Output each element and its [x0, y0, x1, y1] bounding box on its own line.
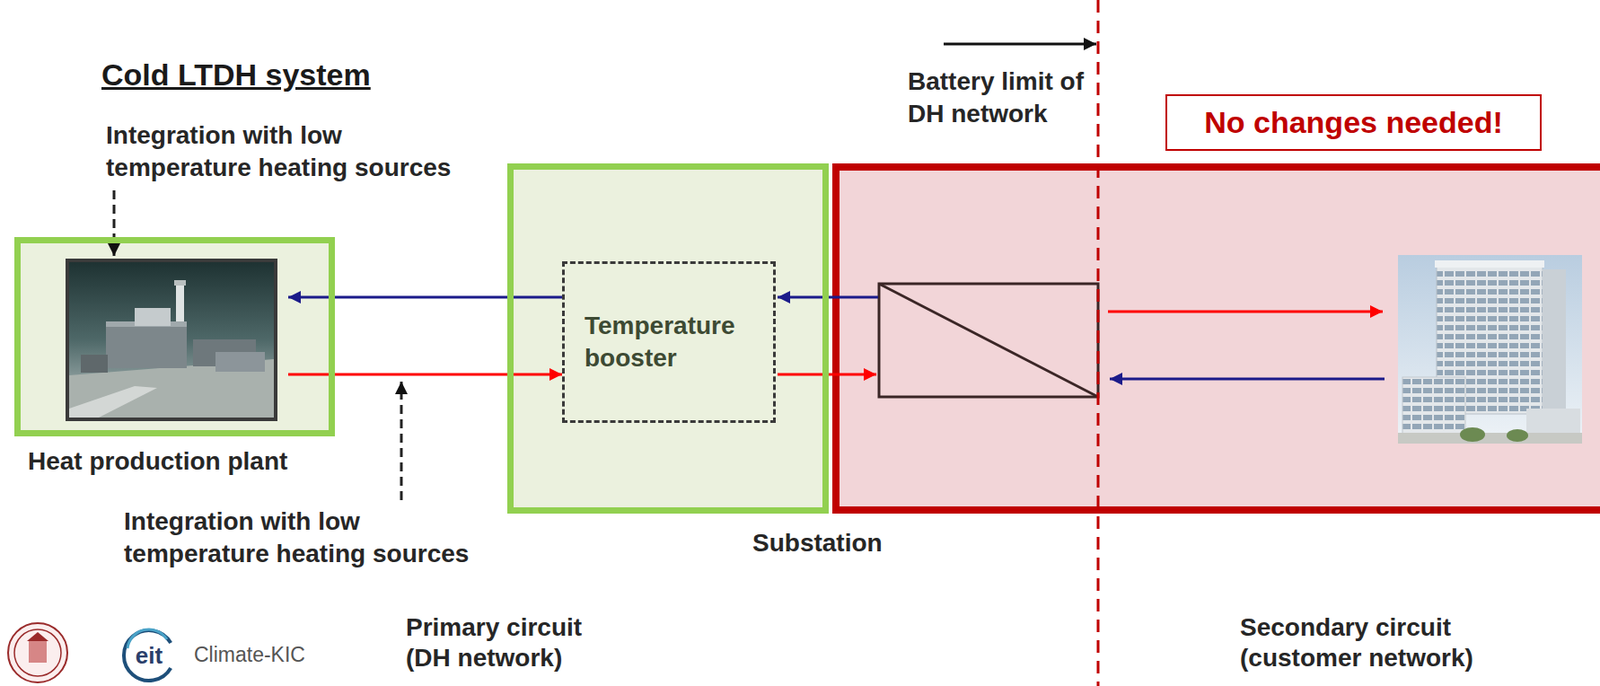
diagram-title: Cold LTDH system — [101, 55, 371, 96]
building-wing — [1402, 377, 1466, 439]
customer-region — [835, 167, 1600, 510]
tree — [1459, 427, 1486, 442]
building-cap — [1434, 260, 1545, 268]
plant-road — [69, 386, 158, 418]
substation-box: Temperature boosterSubstation — [507, 163, 829, 514]
plant-chimney-top — [174, 280, 186, 286]
substation-label: Substation — [752, 527, 883, 560]
supply-pipe — [1107, 310, 1383, 314]
plant-box: Heat production plant — [14, 237, 335, 437]
logo-text: eit — [135, 642, 163, 669]
battery-limit-label: Battery limit of DH network — [907, 65, 1101, 132]
plant-building — [215, 351, 265, 372]
booster-box: Temperature booster — [562, 261, 776, 423]
seal-ring — [14, 629, 62, 677]
pointer-arrow — [943, 43, 1097, 46]
annotation: Integration with low temperature heating… — [105, 119, 466, 185]
building-illustration — [1397, 254, 1583, 444]
plant-block — [134, 307, 171, 326]
tree — [1506, 429, 1529, 442]
return-pipe — [1109, 378, 1385, 381]
plant-label: Heat production plant — [27, 445, 288, 478]
exchanger-box — [879, 283, 1099, 397]
building-ground — [1397, 432, 1583, 444]
substation-ground — [507, 163, 829, 514]
circuit-label: Secondary circuit (customer network) — [1239, 612, 1496, 673]
plant-frame — [67, 260, 276, 420]
annotation: Integration with low temperature heating… — [123, 505, 484, 572]
building-sky — [1397, 254, 1583, 444]
circuit-label: Primary circuit (DH network) — [405, 612, 599, 673]
booster-label: Temperature booster — [584, 309, 754, 375]
integration-arrow — [400, 381, 404, 501]
university-seal — [8, 623, 68, 683]
callout-box: No changes needed! — [1165, 94, 1542, 151]
building-side — [1542, 269, 1566, 414]
plant-hall — [105, 325, 187, 369]
plant-building — [80, 354, 108, 373]
plant-ground — [14, 237, 335, 437]
callout-text: No changes needed! — [1204, 103, 1504, 143]
exchanger-diagonal — [879, 283, 1099, 397]
plant-sky — [67, 260, 276, 420]
plant-illustration — [67, 260, 276, 420]
battery-limit-line — [1097, 0, 1100, 686]
seal-emblem — [26, 632, 49, 642]
eit-logo — [123, 629, 171, 681]
integration-arrow — [113, 190, 116, 256]
logo-text: Climate-KIC — [193, 642, 306, 669]
seal-ring — [8, 623, 68, 683]
heat-exchanger — [879, 283, 1099, 397]
seal-emblem — [28, 641, 47, 663]
